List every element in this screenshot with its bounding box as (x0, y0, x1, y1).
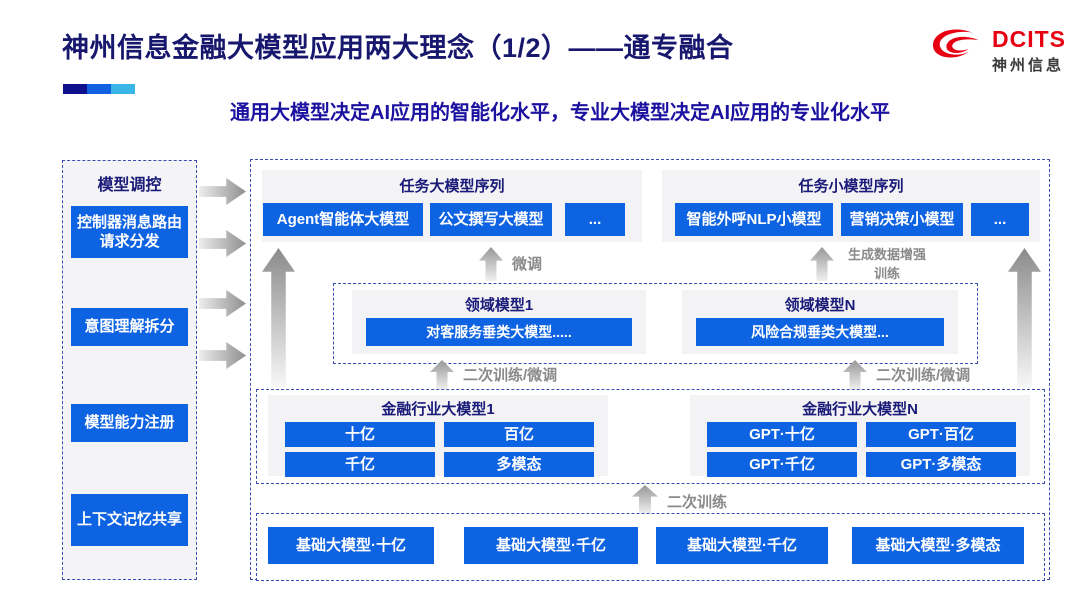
industry-model-1-title: 金融行业大模型1 (381, 401, 495, 418)
sidebar-item: 控制器消息路由请求分发 (71, 206, 188, 258)
model-box: 公文撰写大模型 (430, 203, 552, 236)
model-box: 基础大模型·十亿 (268, 527, 434, 564)
arrow-right-icon (199, 342, 246, 369)
industry-model-1-panel: 金融行业大模型1 十亿 百亿 千亿 多模态 (268, 395, 608, 477)
model-box: 基础大模型·千亿 (464, 527, 638, 564)
domain-model-1-panel: 领域模型1 对客服务垂类大模型..... (352, 290, 646, 354)
page-title: 神州信息金融大模型应用两大理念（1/2）——通专融合 (62, 33, 734, 63)
model-box-more: ... (565, 203, 625, 236)
slide-subtitle: 通用大模型决定AI应用的智能化水平，专业大模型决定AI应用的专业化水平 (230, 102, 890, 124)
domain-model-n-panel: 领域模型N 风险合规垂类大模型... (682, 290, 958, 354)
industry-model-n-panel: 金融行业大模型N GPT·十亿 GPT·百亿 GPT·千亿 GPT·多模态 (690, 395, 1030, 477)
accent-bar (63, 84, 135, 102)
arrow-right-icon (199, 290, 246, 317)
dcits-swirl-icon (928, 24, 986, 68)
model-box: GPT·十亿 (707, 422, 857, 447)
model-box: 多模态 (444, 452, 594, 477)
model-box: 基础大模型·千亿 (656, 527, 828, 564)
model-box-more: ... (971, 203, 1029, 236)
model-control-panel: 模型调控 控制器消息路由请求分发 意图理解拆分 模型能力注册 上下文记忆共享 (62, 160, 197, 580)
model-box: 基础大模型·多模态 (852, 527, 1024, 564)
sidebar-item: 上下文记忆共享 (71, 494, 188, 546)
model-box: 千亿 (285, 452, 435, 477)
industry-model-n-title: 金融行业大模型N (802, 401, 918, 418)
model-control-title: 模型调控 (97, 177, 162, 194)
arrow-right-icon (199, 230, 246, 257)
model-box: Agent智能体大模型 (263, 203, 423, 236)
flow-label-finetune: 微调 (512, 256, 543, 273)
sidebar-item: 模型能力注册 (71, 404, 188, 442)
model-box: 对客服务垂类大模型..... (366, 318, 632, 346)
model-box: GPT·千亿 (707, 452, 857, 477)
logo-brand-text: DCITS (992, 26, 1066, 52)
model-box: GPT·多模态 (866, 452, 1016, 477)
model-box: 智能外呼NLP小模型 (675, 203, 833, 236)
accent-bar-segment (87, 84, 111, 94)
domain-model-1-title: 领域模型1 (464, 297, 534, 314)
dcits-logo: DCITS 神州信息 (928, 18, 1068, 78)
domain-model-n-title: 领域模型N (784, 297, 856, 314)
model-box: 百亿 (444, 422, 594, 447)
flow-label-retrain: 二次训练 (667, 494, 728, 511)
accent-bar-segment (111, 84, 135, 94)
flow-label-retrain-finetune-left: 二次训练/微调 (463, 367, 558, 384)
logo-brand-cn-text: 神州信息 (992, 57, 1065, 74)
model-box: 风险合规垂类大模型... (696, 318, 944, 346)
model-box: GPT·百亿 (866, 422, 1016, 447)
arrow-right-icon (199, 178, 246, 205)
task-small-models-title: 任务小模型序列 (798, 178, 904, 195)
sidebar-item: 意图理解拆分 (71, 308, 188, 346)
model-box: 营销决策小模型 (841, 203, 963, 236)
flow-label-gendata: 生成数据增强训练 (847, 247, 926, 281)
model-box: 十亿 (285, 422, 435, 447)
accent-bar-segment (63, 84, 87, 94)
flow-label-retrain-finetune-right: 二次训练/微调 (876, 367, 971, 384)
task-large-models-title: 任务大模型序列 (399, 178, 505, 195)
